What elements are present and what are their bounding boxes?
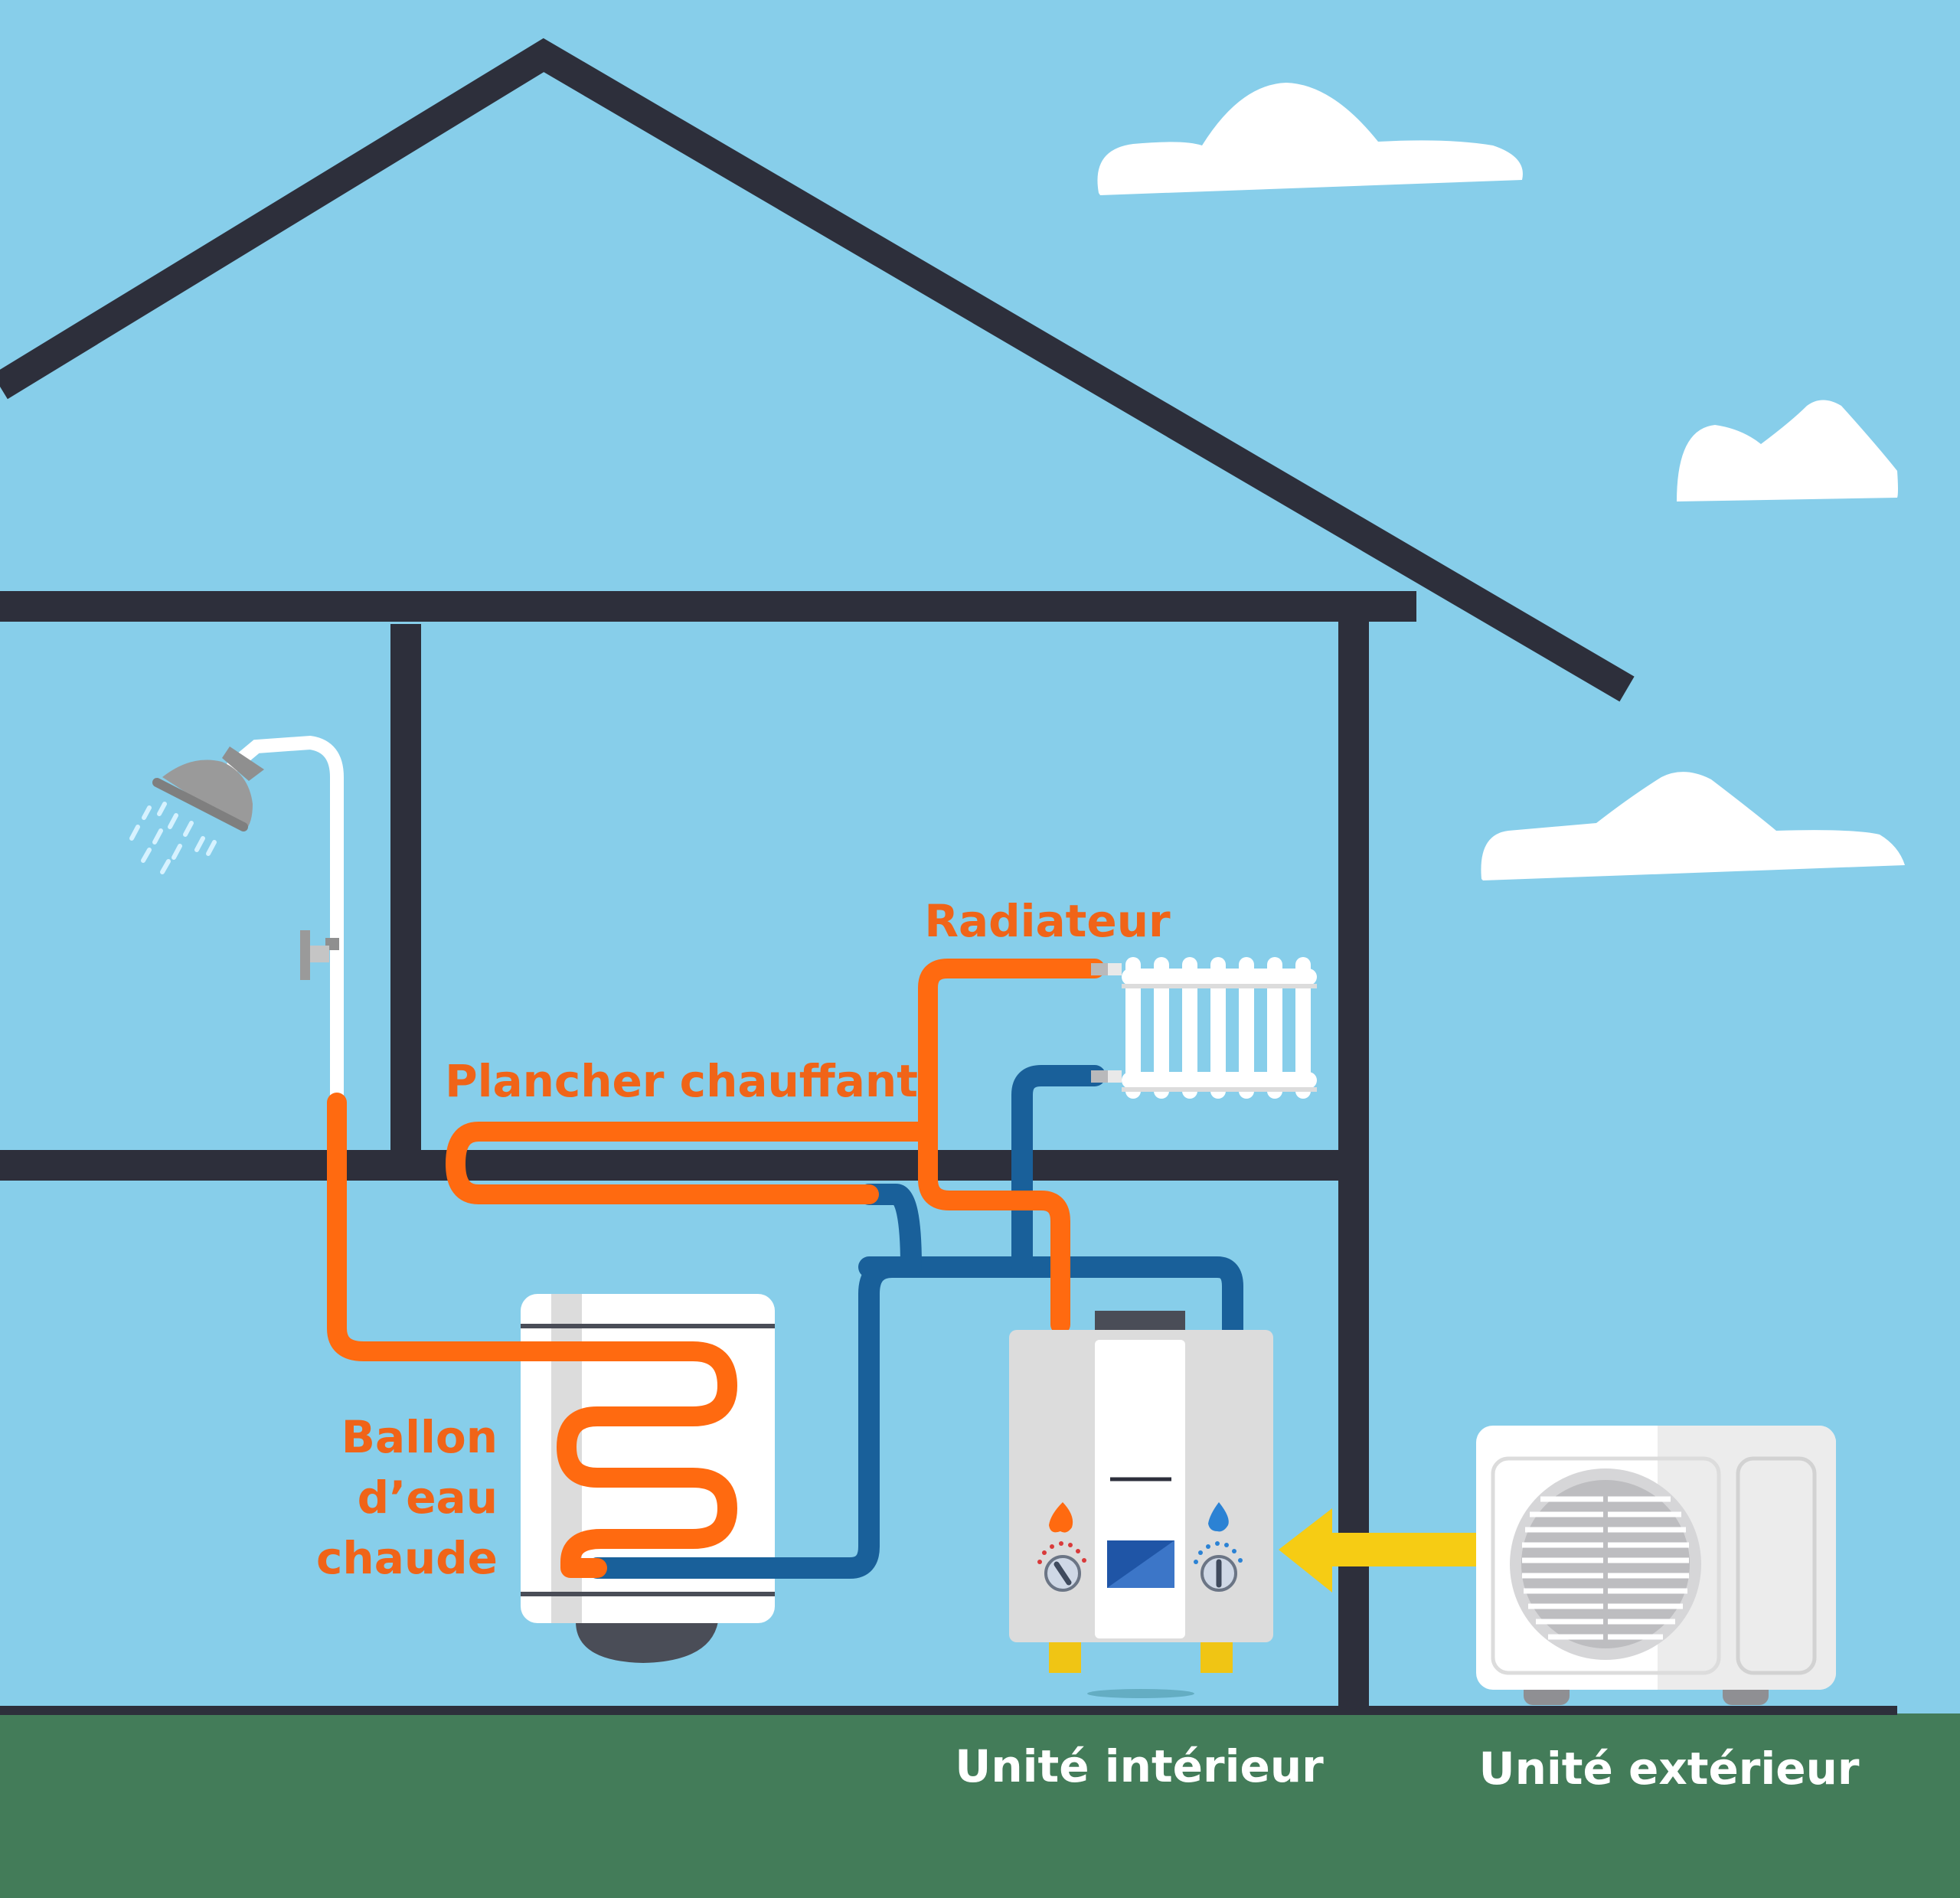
flame-icon	[1049, 1502, 1073, 1533]
ground-line	[0, 1706, 1897, 1715]
radiator-label: Radiateur	[924, 895, 1171, 947]
indoor-unit-label: Unité intérieur	[955, 1740, 1324, 1792]
cloud-icon	[1677, 400, 1898, 501]
water-drop-icon	[1208, 1502, 1229, 1532]
tank-label-line3: chaude	[316, 1532, 498, 1584]
tank-label-line1: Ballon	[341, 1411, 498, 1463]
floor-heating-label: Plancher chauffant	[445, 1055, 918, 1107]
shower-head-icon	[152, 735, 344, 1106]
ground	[0, 1713, 1960, 1898]
tank-label-line2: d’eau	[358, 1472, 498, 1524]
cloud-icon	[1481, 772, 1905, 880]
hot-pipes	[327, 959, 1105, 1578]
arrow-icon	[1279, 1508, 1478, 1593]
water-drops	[129, 802, 217, 874]
cold-pipes	[586, 1065, 1243, 1579]
heat-pump-fan-icon	[1476, 1426, 1836, 1705]
boiler-icon	[1009, 1311, 1273, 1698]
cloud-icon	[1097, 83, 1523, 195]
outdoor-unit-label: Unité extérieur	[1478, 1743, 1859, 1795]
house-outline	[0, 38, 1635, 1712]
radiator-icon	[1091, 957, 1317, 1099]
